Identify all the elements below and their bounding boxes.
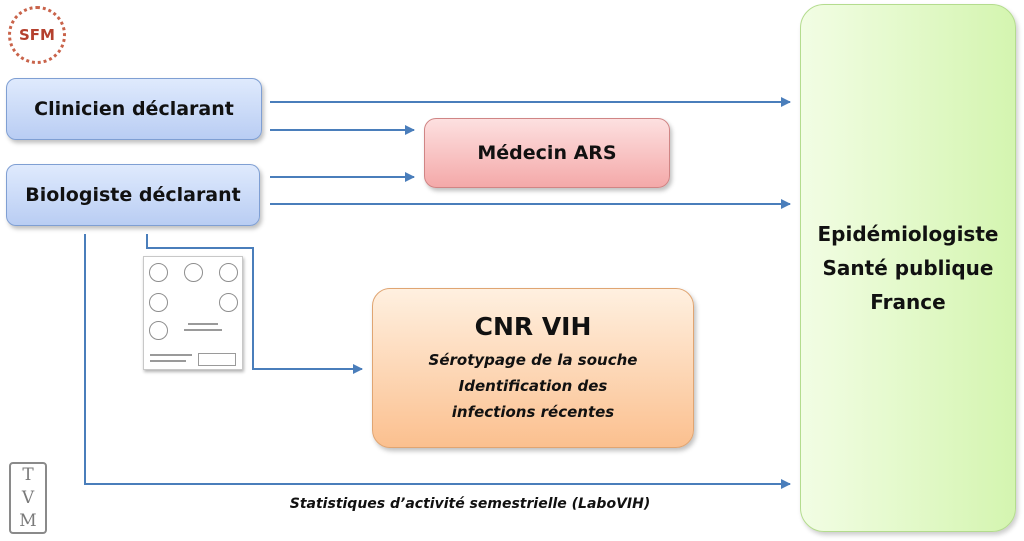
form-text-line	[188, 323, 218, 325]
node-cnr-vih: CNR VIH Sérotypage de la souche Identifi…	[372, 288, 694, 448]
form-circle	[219, 263, 238, 282]
form-text-line	[150, 360, 186, 362]
epidemiologiste-line-2: Santé publique	[822, 256, 994, 280]
node-clinicien-declarant: Clinicien déclarant	[6, 78, 262, 140]
form-circle	[149, 321, 168, 340]
form-circle	[149, 293, 168, 312]
cnr-vih-line-1: Sérotypage de la souche	[428, 350, 638, 369]
epidemiologiste-line-3: France	[870, 290, 946, 314]
declaration-form-thumbnail	[143, 256, 243, 370]
node-biologiste-label: Biologiste déclarant	[25, 184, 241, 206]
cnr-vih-line-2: Identification des	[458, 376, 608, 395]
cnr-vih-line-3: infections récentes	[451, 402, 615, 421]
labovih-statistics-label: Statistiques d’activité semestrielle (La…	[289, 496, 651, 512]
form-circle	[219, 293, 238, 312]
cnr-vih-title: CNR VIH	[474, 311, 592, 341]
arrow-biologiste-to-epidemiologiste-stats	[84, 234, 791, 489]
node-clinicien-label: Clinicien déclarant	[34, 98, 234, 120]
sfm-logo-text: SFM	[19, 26, 55, 44]
arrow-biologiste-to-cnr-vih	[146, 234, 363, 374]
node-epidemiologiste: Epidémiologiste Santé publique France	[800, 4, 1016, 532]
node-medecin-ars-label: Médecin ARS	[477, 142, 617, 164]
tvm-logo-letter: V	[21, 487, 35, 508]
form-text-line	[184, 329, 222, 331]
tvm-logo-letter: T	[22, 465, 34, 486]
form-circle	[184, 263, 203, 282]
tvm-logo-letter: M	[19, 510, 37, 531]
form-circle	[149, 263, 168, 282]
sfm-logo: SFM	[8, 6, 66, 64]
node-medecin-ars: Médecin ARS	[424, 118, 670, 188]
epidemiologiste-line-1: Epidémiologiste	[817, 222, 999, 246]
form-text-line	[150, 354, 192, 356]
tvm-logo: T V M	[9, 462, 47, 534]
form-field-box	[198, 353, 236, 366]
node-biologiste-declarant: Biologiste déclarant	[6, 164, 260, 226]
